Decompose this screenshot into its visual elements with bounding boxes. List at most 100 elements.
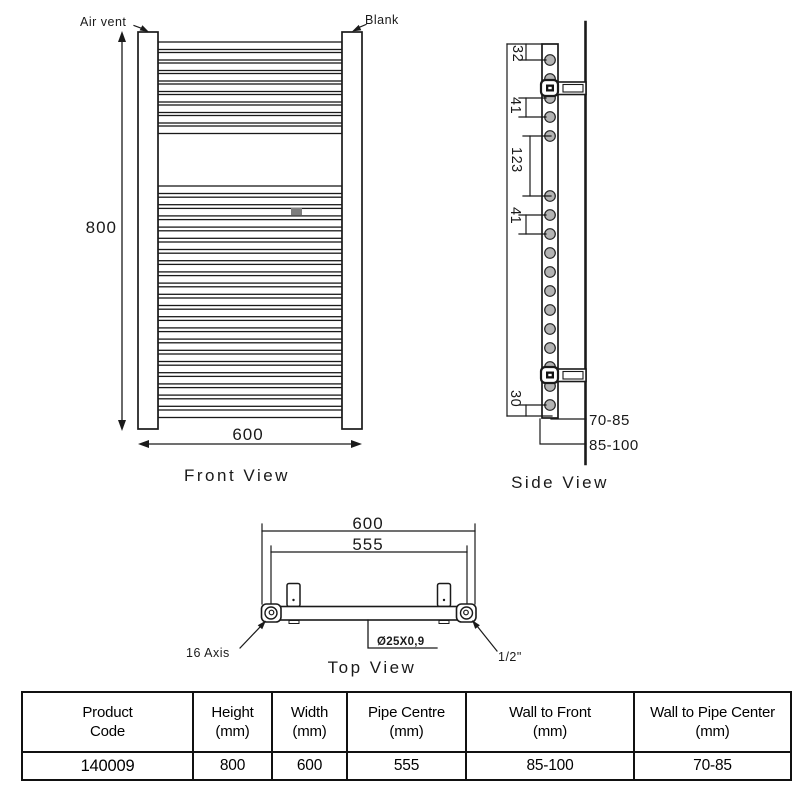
- front-left-rail: [137, 31, 159, 430]
- side-dim-32: 32: [509, 45, 525, 62]
- col-wall-to-front: Wall to Front(mm): [465, 691, 635, 753]
- front-tube: [157, 185, 343, 195]
- front-view-title: Front View: [184, 466, 290, 485]
- side-dim-lines: [506, 43, 553, 417]
- side-tube-circle: [544, 323, 556, 335]
- tube-spec-leader: [367, 619, 438, 649]
- side-dim-41-lower: 41: [507, 207, 523, 224]
- side-tube-circle: [544, 247, 556, 259]
- air-vent-label: Air vent: [80, 15, 126, 29]
- front-tube: [157, 398, 343, 407]
- top-dim-555-lines: [270, 545, 468, 606]
- front-tube: [157, 409, 343, 419]
- front-tube: [157, 263, 343, 273]
- width-dim-arrow-right: [351, 440, 362, 448]
- connection-leader: [476, 625, 498, 652]
- technical-drawing: Air vent Blank 800 600 Front View: [80, 13, 639, 677]
- value-product-code: 140009: [21, 751, 194, 781]
- side-view: 32 41 123 41 30 70-85 85-100 Side View: [506, 20, 639, 492]
- value-height: 800: [192, 751, 273, 781]
- side-tube-circle: [544, 304, 556, 316]
- air-vent-arrowhead: [139, 25, 149, 32]
- height-dim-arrow-down: [118, 420, 126, 431]
- front-tube-ladder: [157, 41, 343, 419]
- front-tube: [157, 308, 343, 318]
- front-tube: [157, 51, 343, 61]
- front-tube: [157, 230, 343, 239]
- width-dim-arrow-left: [138, 440, 149, 448]
- front-tube: [157, 386, 343, 396]
- connection-label: 1/2": [498, 650, 522, 664]
- front-tube: [157, 207, 343, 217]
- side-tube-circle: [544, 266, 556, 278]
- front-tube: [157, 252, 343, 262]
- front-tube: [157, 218, 343, 228]
- wall-to-front-leader: [539, 418, 587, 445]
- air-vent-leader: [133, 24, 143, 30]
- col-width: Width(mm): [271, 691, 348, 753]
- side-dim-123: 123: [508, 147, 524, 173]
- value-wall-to-front: 85-100: [465, 751, 635, 781]
- spec-table-value-row: 140009 800 600 555 85-100 70-85: [21, 751, 792, 781]
- axis-arrowhead: [257, 620, 266, 630]
- front-tube: [157, 62, 343, 72]
- width-dim-text: 600: [232, 425, 263, 444]
- tube-spec-text: Ø25X0,9: [377, 636, 425, 648]
- blank-leader: [358, 23, 367, 29]
- front-tube: [157, 274, 343, 284]
- front-tube: [157, 104, 343, 114]
- col-wall-to-pipe-center: Wall to Pipe Center(mm): [633, 691, 792, 753]
- top-dim-600-text: 600: [352, 514, 383, 533]
- connection-arrowhead: [472, 620, 480, 629]
- wall-to-pipe-text: 70-85: [589, 412, 630, 429]
- front-tube: [157, 319, 343, 329]
- axis-leader: [239, 625, 262, 649]
- front-tube: [157, 83, 343, 93]
- front-tube: [157, 72, 343, 82]
- top-bracket-left: [286, 582, 301, 624]
- front-tube: [157, 297, 343, 307]
- value-wall-to-pipe-center: 70-85: [633, 751, 792, 781]
- front-tube: [157, 241, 343, 251]
- side-dim-41-upper: 41: [507, 97, 523, 114]
- front-tube: [157, 364, 343, 374]
- axis-label: 16 Axis: [186, 646, 230, 660]
- side-dim-30: 30: [507, 390, 523, 407]
- wall-to-front-text: 85-100: [589, 437, 639, 454]
- side-view-title: Side View: [511, 473, 609, 492]
- front-tube: [157, 353, 343, 363]
- side-tube-circle: [544, 342, 556, 354]
- top-dim-600-lines: [261, 523, 476, 605]
- front-tube: [157, 114, 343, 124]
- front-tube: [157, 286, 343, 295]
- value-width: 600: [271, 751, 348, 781]
- front-tube: [157, 41, 343, 51]
- front-tube: [157, 125, 343, 135]
- height-dim-arrow-up: [118, 31, 126, 42]
- col-pipe-centre: Pipe Centre(mm): [346, 691, 467, 753]
- front-tube: [157, 196, 343, 206]
- front-tube: [157, 342, 343, 351]
- blank-arrowhead: [352, 24, 362, 32]
- top-dim-555-text: 555: [352, 535, 383, 554]
- blank-label: Blank: [365, 13, 399, 27]
- front-right-rail: [341, 31, 363, 430]
- top-cap-right: [455, 603, 477, 623]
- front-tube: [157, 93, 343, 103]
- top-view: 600 555: [186, 514, 522, 677]
- top-bar: [269, 605, 469, 621]
- front-tube: [157, 375, 343, 385]
- value-pipe-centre: 555: [346, 751, 467, 781]
- product-sticker: [291, 208, 302, 215]
- wall-bracket-top: [539, 78, 587, 98]
- height-dim-text: 800: [86, 218, 117, 237]
- top-view-title: Top View: [328, 658, 417, 677]
- front-tube: [157, 330, 343, 340]
- col-height: Height(mm): [192, 691, 273, 753]
- side-tube-circle: [544, 285, 556, 297]
- top-cap-left: [260, 603, 282, 623]
- front-view: Air vent Blank 800 600 Front View: [80, 13, 399, 485]
